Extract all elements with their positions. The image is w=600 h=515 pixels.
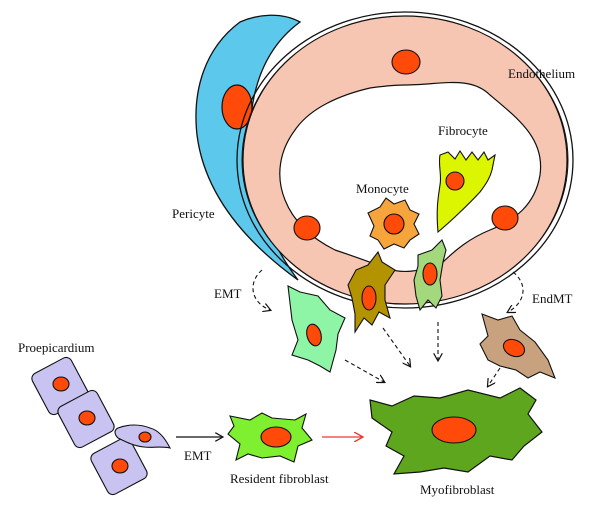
endmt-to-myofibroblast-arrow: [488, 367, 501, 386]
fibrocyte-nucleus: [445, 171, 465, 191]
resident-fibroblast-label: Resident fibroblast: [230, 471, 329, 486]
fibrocyte-cell: [436, 149, 496, 234]
endothelial-nucleus: [391, 49, 421, 75]
endmt-cell-nucleus: [502, 338, 526, 358]
emt-arrow-top: [252, 269, 270, 310]
endmt-label: EndMT: [532, 291, 573, 306]
pericyte-label: Pericyte: [172, 206, 215, 221]
emt-label-top: EMT: [214, 286, 242, 301]
proepicardium-nucleus: [52, 376, 70, 392]
emt-label-bottom: EMT: [184, 448, 212, 463]
monocyte-nucleus: [383, 213, 405, 235]
proepicardium-nucleus: [78, 410, 96, 426]
vessel-outer-wall: [236, 11, 574, 309]
myofibroblast-label: Myofibroblast: [420, 482, 495, 497]
delaminating-nucleus: [138, 431, 152, 443]
fibrocyte-label: Fibrocyte: [438, 123, 488, 138]
monocyte-label: Monocyte: [356, 181, 409, 196]
endothelial-nucleus: [293, 215, 321, 241]
transitioning-nucleus: [422, 262, 438, 286]
olive-to-myofibroblast-arrow: [382, 327, 410, 366]
endmt-arrow: [508, 271, 524, 312]
resident-fibroblast-nucleus: [260, 426, 292, 448]
emt-cell-to-myofibroblast-arrow: [344, 359, 384, 382]
endothelium-label: Endothelium: [508, 66, 575, 81]
proepicardium-label: Proepicardium: [18, 340, 95, 355]
proepicardium-nucleus: [111, 458, 129, 474]
emt-cell-nucleus: [306, 323, 322, 347]
myofibroblast-nucleus: [431, 416, 477, 444]
transitioning-nucleus: [361, 285, 377, 311]
endothelial-nucleus: [491, 205, 519, 231]
